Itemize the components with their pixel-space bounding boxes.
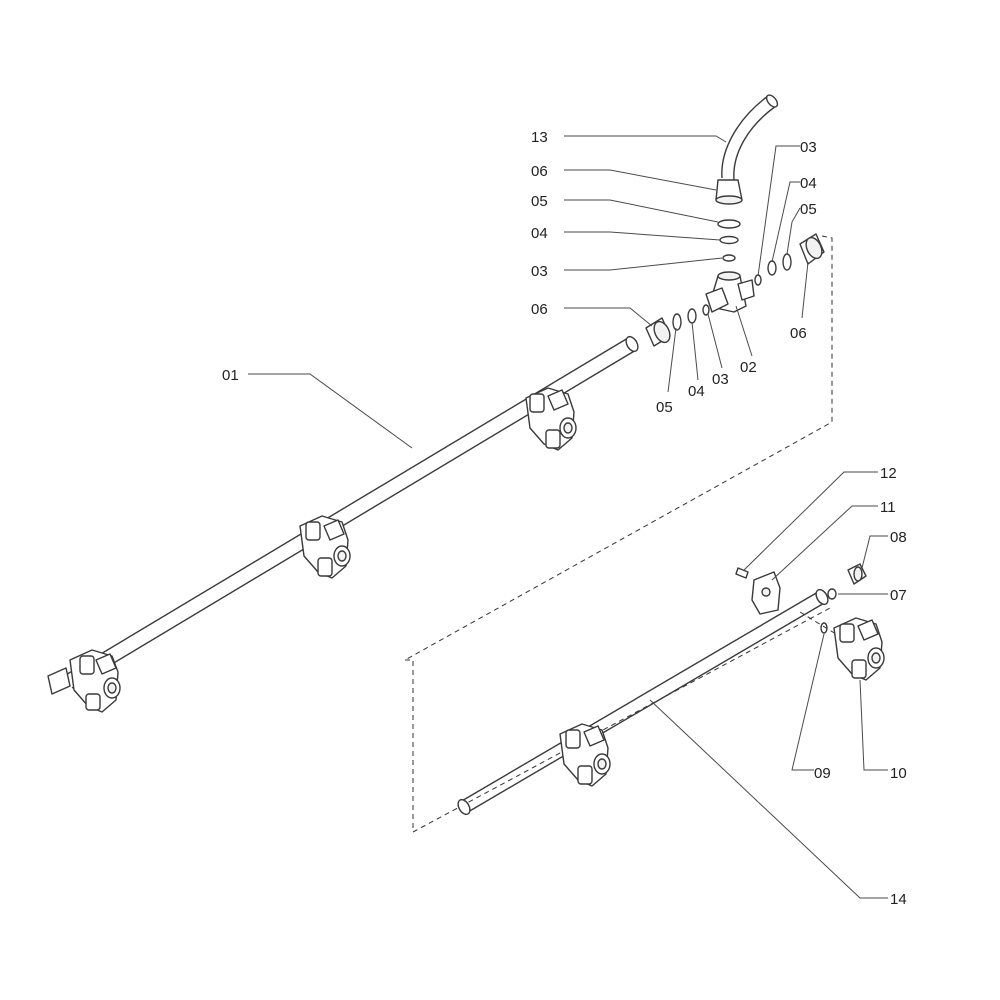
leader-03r: [757, 145, 800, 277]
leader-01: [248, 373, 413, 449]
callout-11: 11: [880, 499, 896, 516]
leader-06a: [564, 169, 717, 191]
oring-03-vertical: [722, 254, 736, 262]
boom-pipe-01: [63, 335, 639, 689]
leader-11: [771, 505, 878, 581]
oring-03-left: [702, 304, 710, 316]
clamp-11: [751, 571, 781, 615]
leader-04a: [564, 231, 721, 241]
nozzle-body-lower: [559, 723, 611, 787]
leader-06b: [564, 307, 653, 327]
callout-05-top: 05: [531, 193, 548, 210]
callout-06-right: 06: [790, 325, 807, 342]
leader-12: [743, 471, 878, 571]
assembly-dashed-line-upper: [404, 235, 833, 661]
oring-07: [827, 588, 837, 600]
nozzle-body-10: [833, 617, 885, 681]
leader-03a: [564, 257, 723, 271]
tee-fitting-02: [705, 271, 755, 313]
dashed-line-pipe-to-nozzle: [799, 611, 837, 635]
leader-13: [564, 135, 727, 143]
leader-03b: [707, 313, 723, 369]
leader-06r: [801, 261, 809, 319]
nut-06-top: [715, 179, 743, 205]
washer-05-right: [782, 253, 792, 271]
callout-06-mid: 06: [531, 301, 548, 318]
cap-08: [847, 563, 867, 585]
oring-03-right: [754, 274, 762, 286]
callout-04-bottom: 04: [688, 383, 705, 400]
leader-05r: [786, 207, 801, 255]
callout-08: 08: [890, 529, 907, 546]
leader-08: [861, 535, 888, 569]
leader-04b: [691, 321, 699, 381]
ring-04-vertical: [719, 235, 739, 245]
leader-14: [649, 699, 888, 899]
ring-04-right: [767, 260, 777, 276]
leader-05b: [667, 327, 677, 393]
washer-05-left: [672, 313, 682, 331]
nut-06-left: [645, 317, 671, 347]
callout-04-top: 04: [531, 225, 548, 242]
callout-12: 12: [880, 465, 897, 482]
ring-04-left: [687, 308, 697, 324]
hose-13: [721, 94, 779, 181]
callout-05-bottom: 05: [656, 399, 673, 416]
leader-10: [859, 679, 888, 771]
callout-03-right: 03: [800, 139, 817, 156]
nut-06-right: [799, 233, 825, 265]
nozzle-body-upper-right: [525, 387, 577, 451]
callout-14: 14: [890, 891, 907, 908]
leader-05a: [564, 199, 719, 223]
callout-03-top: 03: [531, 263, 548, 280]
callout-04-right: 04: [800, 175, 817, 192]
nozzle-body-left: [47, 649, 121, 713]
callout-09: 09: [814, 765, 831, 782]
assembly-dashed-line-lower: [405, 607, 831, 833]
leader-09: [791, 633, 825, 771]
pin-12: [735, 567, 749, 579]
leader-02: [735, 305, 753, 357]
callout-06-top: 06: [531, 163, 548, 180]
callout-05-right: 05: [800, 201, 817, 218]
callout-01: 01: [222, 367, 239, 384]
callout-10: 10: [890, 765, 907, 782]
callout-03-bottom: 03: [712, 371, 729, 388]
nozzle-body-middle: [299, 515, 351, 579]
boom-pipe-14: [457, 588, 829, 816]
washer-05-vertical: [717, 219, 741, 229]
callout-13: 13: [531, 129, 548, 146]
callout-07: 07: [890, 587, 907, 604]
leader-04r: [771, 181, 800, 263]
callout-02: 02: [740, 359, 757, 376]
